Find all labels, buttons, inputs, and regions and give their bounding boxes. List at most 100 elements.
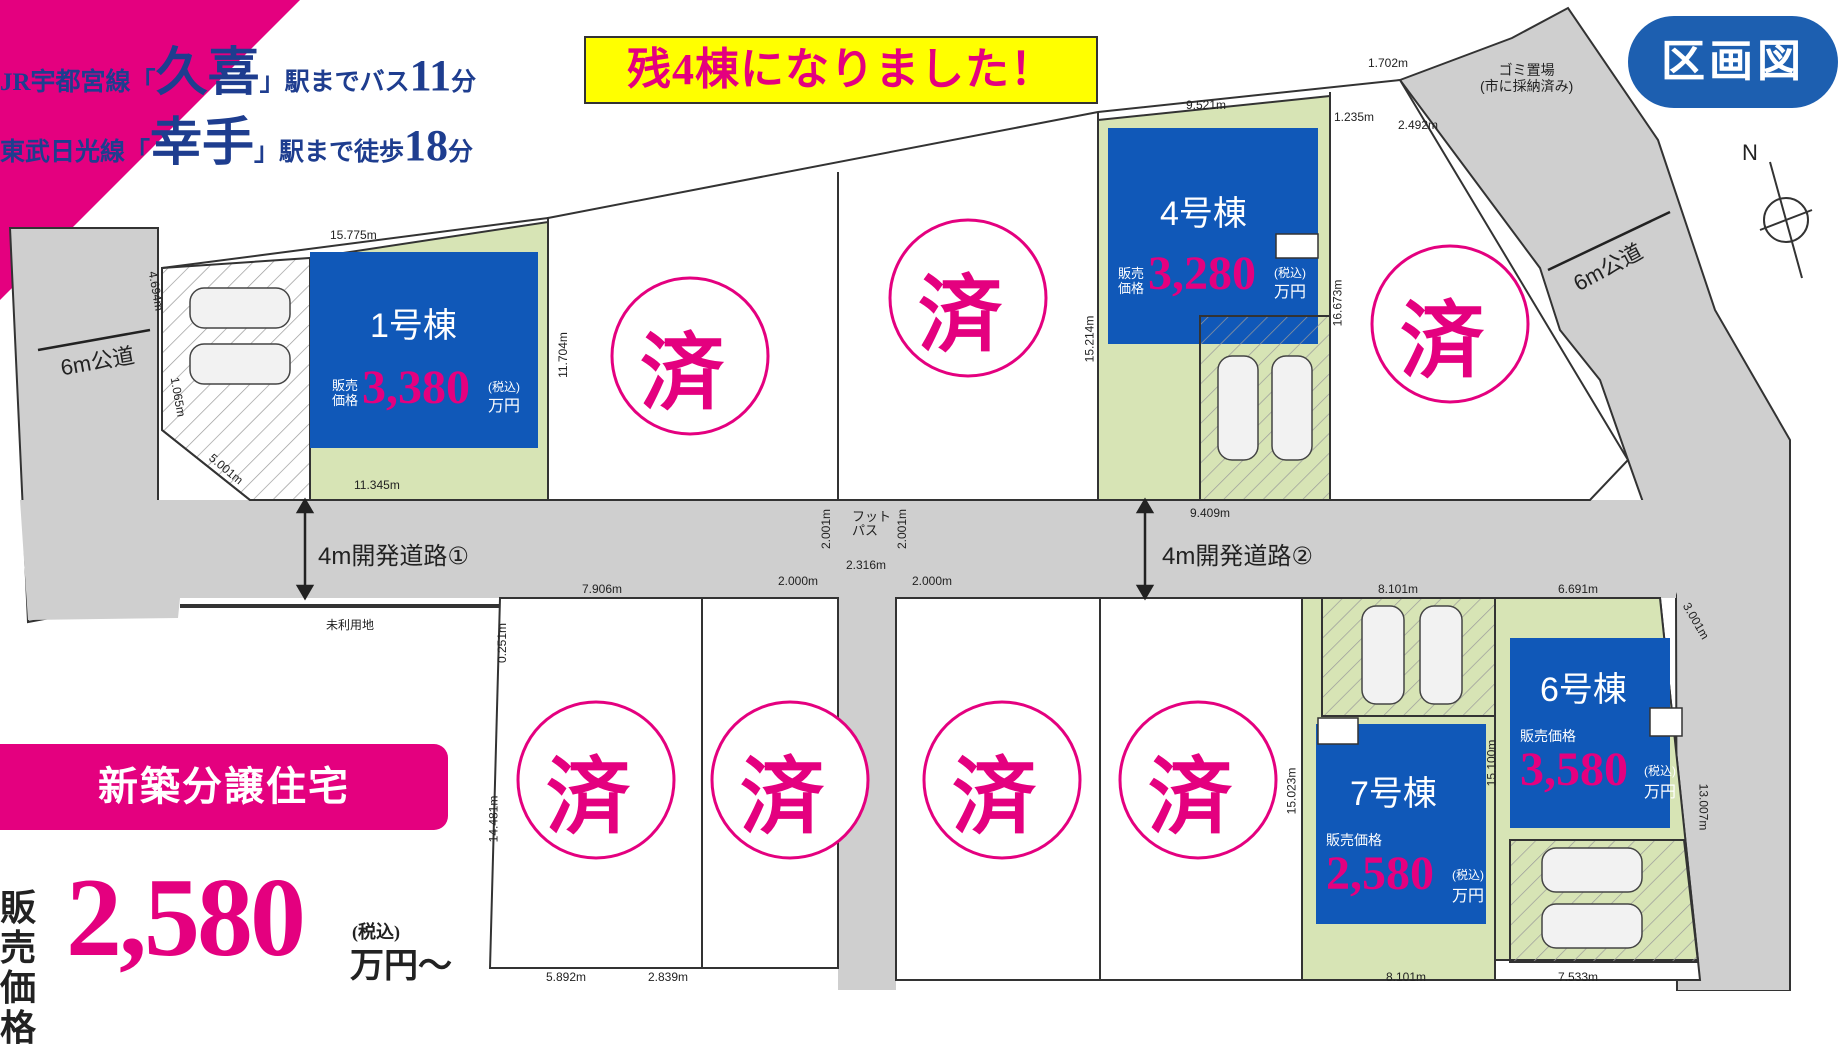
dimension-label: 14.481m xyxy=(486,795,501,843)
dimension-label: 16.673m xyxy=(1330,279,1345,327)
dimension-label: 15.100m xyxy=(1484,739,1499,787)
lot4-price: 3,280 xyxy=(1148,247,1256,300)
lot7-house xyxy=(1316,724,1486,924)
map-badge: 区画図 xyxy=(1628,16,1838,108)
dimension-label: 8.101m xyxy=(1386,970,1427,984)
lot1-price-label: 販売価格 xyxy=(332,378,358,408)
dev-road-2-label: 4m開発道路② xyxy=(1162,543,1313,570)
access-line-jr: JR宇都宮線「久喜」駅までバス11分 xyxy=(0,30,476,105)
remaining-banner: 残4棟になりました！ xyxy=(584,36,1098,104)
price-label: 販売 xyxy=(332,378,359,393)
access-station: 幸手 xyxy=(150,115,255,172)
unused-land-label: 未利用地 xyxy=(326,618,375,632)
dimension-label: 2.839m xyxy=(648,970,689,984)
pink-corner-deco xyxy=(0,0,300,300)
lot4-price-label: 販売価格 xyxy=(1118,266,1144,296)
access-time: 11 xyxy=(409,51,452,100)
access-post: 」駅までバス xyxy=(259,69,410,96)
lot1-house-wing xyxy=(378,360,478,448)
lot7-parking xyxy=(1321,597,1496,717)
footpath-label: フットパス xyxy=(852,510,891,538)
dimension-label: 2.000m xyxy=(912,574,953,588)
dimension-label: 11.345m xyxy=(354,478,400,492)
dev-road-1-label: 4m開発道路① xyxy=(318,543,469,570)
dimension-label: 1.235m xyxy=(1334,110,1375,124)
lot6-tax: (税込) xyxy=(1644,764,1676,778)
sold-mark: 済 xyxy=(546,752,631,845)
compass-icon xyxy=(1759,161,1813,279)
dimension-label: 2.000m xyxy=(778,574,819,588)
lot1-unit: 万円 xyxy=(488,398,521,415)
dimension-label: 9.409m xyxy=(1190,506,1231,520)
lot4-tax: (税込) xyxy=(1274,266,1306,280)
price-label: 価格 xyxy=(1118,281,1145,296)
footpath-label-1: フット xyxy=(852,509,892,524)
dimension-label: 2.492m xyxy=(1398,118,1439,132)
dimension-label: 13.007m xyxy=(1696,783,1711,831)
compass-north-label: N xyxy=(1742,140,1758,165)
dimension-label: 15.775m xyxy=(330,228,377,242)
lot7-price-label: 販売価格 xyxy=(1326,832,1382,848)
lot1-tax: (税込) xyxy=(488,380,520,394)
lot6-price: 3,580 xyxy=(1520,743,1628,796)
access-time: 18 xyxy=(404,121,449,170)
dimension-label: 2.001m xyxy=(819,508,834,550)
dimension-label: 6.691m xyxy=(1558,582,1599,596)
dimension-label: 9.521m xyxy=(1186,98,1227,112)
dimension-label: 1.702m xyxy=(1368,56,1409,70)
dimension-label: 0.251m xyxy=(495,622,510,664)
dimension-label: 2.001m xyxy=(895,508,910,550)
sold-circles xyxy=(516,218,1530,860)
promo-price-value: 2,580 xyxy=(66,856,306,980)
lot6-entrance xyxy=(1649,707,1683,737)
dimension-label: 11.704m xyxy=(555,332,570,378)
access-unit: 分 xyxy=(448,139,474,166)
promo-title: 新築分譲住宅 xyxy=(0,744,448,830)
dimension-label: 15.023m xyxy=(1284,767,1299,815)
garbage-label-1: ゴミ置場 xyxy=(1498,62,1555,78)
lot7-tax: (税込) xyxy=(1452,868,1484,882)
lot7-name: 7号棟 xyxy=(1350,775,1437,813)
access-pre: 東武日光線「 xyxy=(0,139,151,166)
lot6-name: 6号棟 xyxy=(1540,671,1627,709)
sold-mark: 済 xyxy=(952,752,1037,845)
dimension-label: 5.892m xyxy=(546,970,587,984)
dimension-label: 15.214m xyxy=(1082,315,1097,363)
lot6-house xyxy=(1510,638,1670,828)
lot6-unit: 万円 xyxy=(1644,784,1677,801)
car-icons xyxy=(189,287,1643,949)
price-label: 価格 xyxy=(332,393,359,408)
promo-price-label: 販売 価格 xyxy=(0,888,60,1048)
sold-mark: 済 xyxy=(640,328,725,421)
lot6-price-label: 販売価格 xyxy=(1520,728,1576,744)
lot1-price: 3,380 xyxy=(362,361,470,414)
dimension-label: 8.101m xyxy=(1378,582,1419,596)
lot4-name: 4号棟 xyxy=(1160,195,1247,233)
width-arrows xyxy=(37,210,1671,601)
east-public-road xyxy=(1398,6,1791,991)
access-line-tobu: 東武日光線「幸手」駅まで徒歩18分 xyxy=(0,100,473,175)
price-label: 販売 xyxy=(1118,266,1145,281)
garbage-label-2: (市に採納済み) xyxy=(1480,78,1574,94)
promo-tax: (税込) xyxy=(352,922,400,942)
sold-mark: 済 xyxy=(1148,752,1233,845)
price-label-line1: 販売 xyxy=(0,888,37,968)
access-station: 久喜 xyxy=(155,45,260,102)
dimension-label: 2.316m xyxy=(846,558,887,572)
lot7-price: 2,580 xyxy=(1326,847,1434,900)
footpath-label-2: パス xyxy=(852,523,879,538)
sold-mark: 済 xyxy=(740,752,825,845)
dimension-label: 7.906m xyxy=(582,582,623,596)
lot7-unit: 万円 xyxy=(1452,888,1485,905)
access-unit: 分 xyxy=(451,69,477,96)
access-post: 」駅まで徒歩 xyxy=(254,139,405,166)
lot1-name: 1号棟 xyxy=(370,307,457,345)
dimension-label: 7.533m xyxy=(1558,970,1599,984)
sold-mark: 済 xyxy=(1400,296,1485,389)
access-pre: JR宇都宮線「 xyxy=(0,69,156,96)
lot4-entrance xyxy=(1275,233,1319,259)
site-plan xyxy=(0,0,1813,991)
garbage-label: ゴミ置場(市に採納済み) xyxy=(1480,62,1573,94)
lot7-entrance xyxy=(1317,717,1359,745)
price-label-line2: 価格 xyxy=(0,968,37,1048)
